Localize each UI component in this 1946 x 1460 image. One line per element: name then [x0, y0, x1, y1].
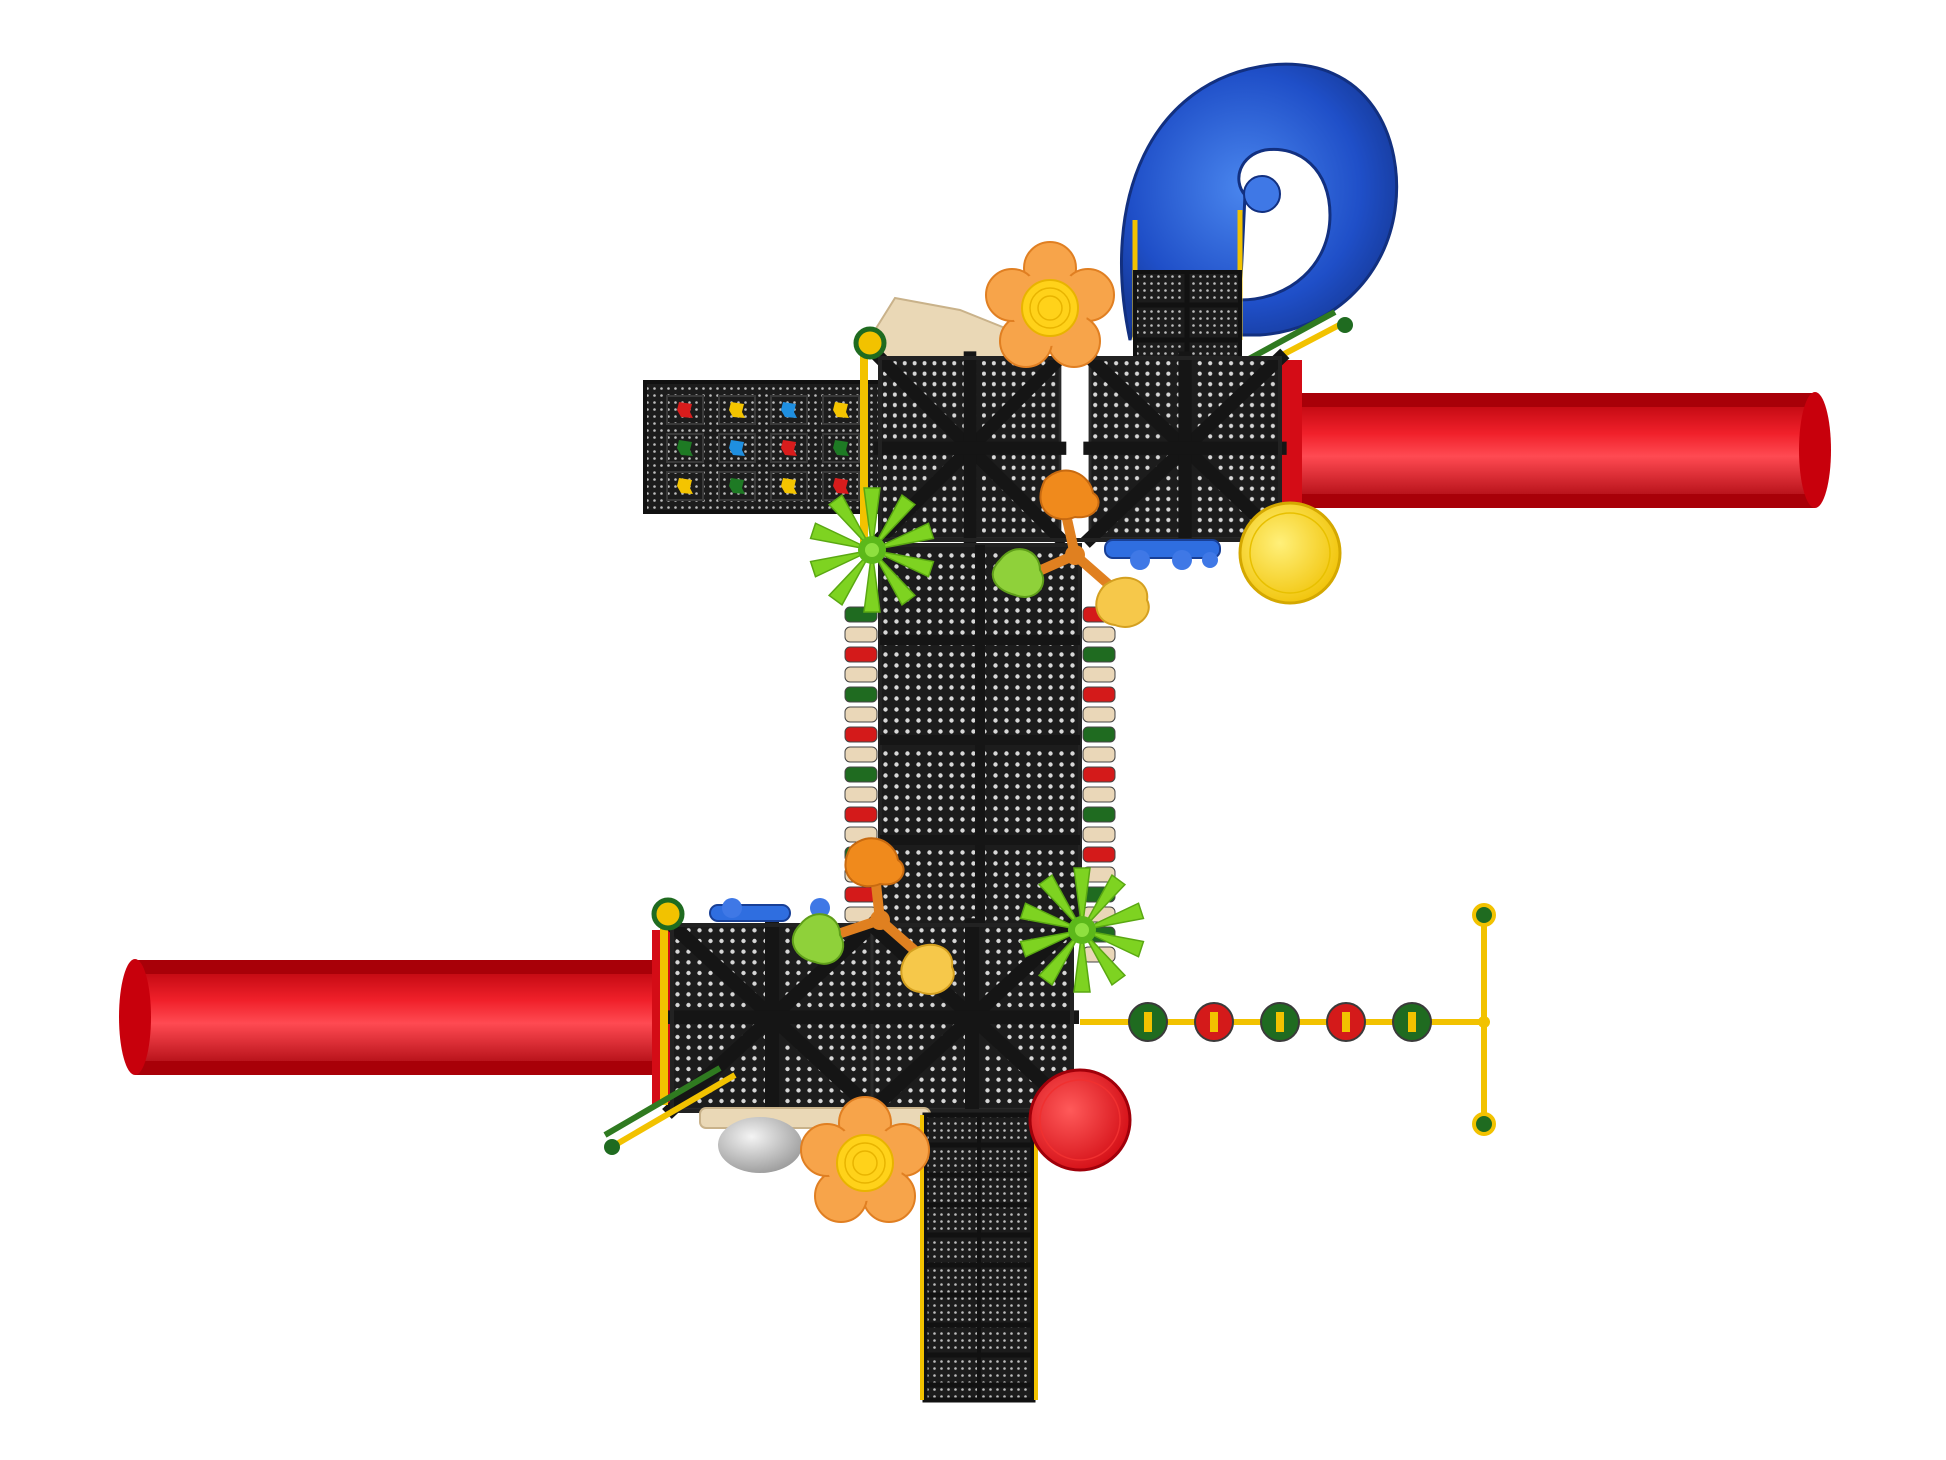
straight-slide-icon: [1280, 360, 1831, 535]
ring-bracket: [1342, 1012, 1350, 1032]
leaf-cluster-icon: [791, 837, 955, 995]
climbing-hold: [781, 440, 797, 456]
ring-bracket: [1144, 1012, 1152, 1032]
hold-slot: [666, 433, 704, 463]
ring-bracket: [1408, 1012, 1416, 1032]
climbing-hold: [833, 402, 849, 418]
climbing-hold: [729, 440, 745, 456]
bridge-cap: [1082, 766, 1116, 783]
flower-panel-icon: [985, 241, 1115, 368]
ring-bracket: [1276, 1012, 1284, 1032]
climbing-hold: [781, 402, 797, 418]
bridge-cap: [1082, 846, 1116, 863]
bridge-cap: [844, 686, 878, 703]
climbing-hold: [833, 440, 849, 456]
bridge-cap: [844, 626, 878, 643]
bridge-cap: [844, 646, 878, 663]
monkey-bar-icon: [1080, 903, 1496, 1136]
bridge-cap: [1082, 806, 1116, 823]
hold-slot: [666, 395, 704, 425]
steering-disc-icon: [1238, 501, 1342, 605]
bridge-cap: [844, 666, 878, 683]
hold-slot: [770, 433, 808, 463]
bridge-deck: [844, 543, 1116, 963]
bridge-cap: [1082, 666, 1116, 683]
climbing-hold: [677, 402, 693, 418]
leaf-cluster-icon: [991, 469, 1150, 628]
hold-slot: [718, 433, 756, 463]
hold-slot: [666, 471, 704, 501]
bridge-cap: [1082, 646, 1116, 663]
bridge-cap: [1082, 786, 1116, 803]
bridge-cap: [1082, 626, 1116, 643]
bridge-cap: [1082, 746, 1116, 763]
climbing-hold: [833, 478, 849, 494]
bridge-cap: [844, 786, 878, 803]
ramp-icon: [920, 1112, 1038, 1403]
hold-slot: [770, 471, 808, 501]
climbing-hold: [677, 440, 693, 456]
climbing-hold: [677, 478, 693, 494]
bridge-cap: [844, 746, 878, 763]
climbing-hold: [781, 478, 797, 494]
bridge-cap: [844, 726, 878, 743]
straight-slide-icon: [119, 930, 674, 1105]
hold-slot: [718, 471, 756, 501]
blue-handrail: [1104, 539, 1221, 570]
bridge-cap: [1082, 826, 1116, 843]
bridge-cap: [844, 766, 878, 783]
bridge-cap: [1082, 686, 1116, 703]
steering-disc-icon: [1028, 1068, 1132, 1172]
bridge-cap: [1082, 726, 1116, 743]
hold-slot: [718, 395, 756, 425]
hold-slot: [822, 395, 860, 425]
steel-step-icon: [603, 1065, 737, 1155]
hold-slot: [822, 433, 860, 463]
bridge-cap: [1082, 706, 1116, 723]
climbing-hold: [729, 402, 745, 418]
climbing-hold: [729, 478, 745, 494]
hold-slot: [770, 395, 808, 425]
bridge-cap: [844, 706, 878, 723]
bridge-cap: [844, 806, 878, 823]
ring-bracket: [1210, 1012, 1218, 1032]
climbing-wall-icon: [643, 380, 887, 514]
roof-panel: [860, 296, 1030, 359]
